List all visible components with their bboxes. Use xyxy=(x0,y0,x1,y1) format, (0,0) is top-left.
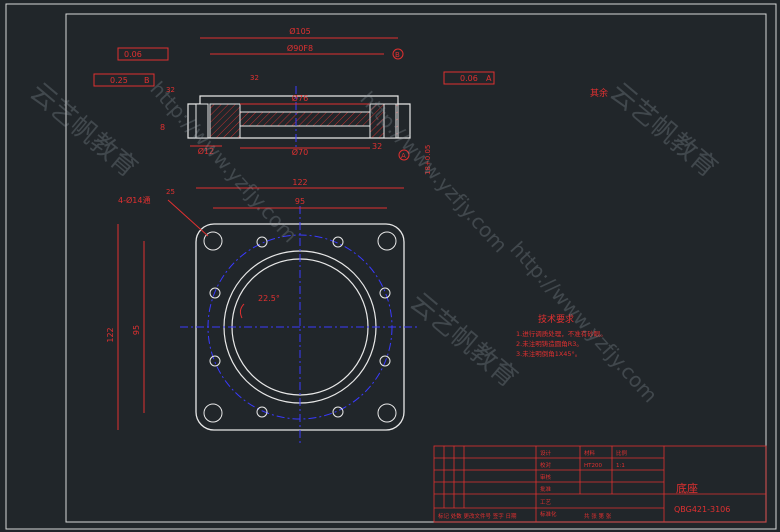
outer-frame xyxy=(5,3,777,530)
dim-105: Ø105 xyxy=(289,26,311,36)
svg-text:批准: 批准 xyxy=(540,485,552,493)
title-block-text: 设计 校对 审核 批准 工艺 标准化 材料 比例 HT200 1:1 共 张 第… xyxy=(438,449,628,520)
datum-b: B xyxy=(395,51,400,59)
dim-70: Ø70 xyxy=(292,147,308,157)
hatch-left xyxy=(209,103,241,139)
svg-text:标准化: 标准化 xyxy=(540,510,557,518)
dim-122-left: 122 xyxy=(106,327,115,342)
svg-text:B: B xyxy=(144,76,150,85)
tech-notes: 技术要求 1.进行调质处理，不准有砂眼。 2.未注明铸造圆角R3。 3.未注明倒… xyxy=(516,313,607,358)
corner-hole-tr xyxy=(377,231,397,251)
rough-left: 32 xyxy=(166,86,175,94)
note-2: 2.未注明铸造圆角R3。 xyxy=(516,339,583,348)
svg-text:A: A xyxy=(486,74,492,83)
svg-text:0.06: 0.06 xyxy=(460,74,478,83)
svg-text:0.25: 0.25 xyxy=(110,76,128,85)
hole-right xyxy=(383,103,397,139)
datum-b-circle xyxy=(392,48,404,60)
notes-title: 技术要求 xyxy=(538,313,574,325)
svg-text:标记 处数 更改文件号 签字 日期: 标记 处数 更改文件号 签字 日期 xyxy=(438,512,517,520)
inner-frame xyxy=(65,13,767,523)
dim-90: Ø90F8 xyxy=(287,43,313,53)
dim-76: Ø76 xyxy=(292,93,308,103)
svg-text:工艺: 工艺 xyxy=(540,499,552,506)
flatness-frame: 0.06 xyxy=(117,47,169,61)
other-roughness: 其余 xyxy=(590,87,608,99)
svg-text:比例: 比例 xyxy=(616,449,628,457)
note-1: 1.进行调质处理，不准有砂眼。 xyxy=(516,329,607,338)
corner-hole-tl xyxy=(203,231,223,251)
perpendicular-frame: 0.25 B xyxy=(93,73,155,87)
dim-95-top: 95 xyxy=(295,197,305,206)
dim-95-left: 95 xyxy=(132,325,141,335)
svg-text:设计: 设计 xyxy=(540,449,552,457)
corner-hole-br xyxy=(377,403,397,423)
corner-hole-bl xyxy=(203,403,223,423)
dim-122-top: 122 xyxy=(292,178,307,187)
rough-25: 25 xyxy=(166,188,175,196)
hole-leader xyxy=(167,199,209,237)
hole-left xyxy=(195,103,209,139)
datum-a: A xyxy=(401,152,406,160)
svg-text:1:1: 1:1 xyxy=(616,463,625,469)
svg-text:审核: 审核 xyxy=(540,473,552,481)
hatch-plate xyxy=(239,111,371,127)
svg-text:校对: 校对 xyxy=(540,461,552,469)
part-name: 底座 xyxy=(676,481,698,495)
section-view: Ø105 Ø90F8 Ø76 Ø70 Ø12 32 8 32 32 0.06 0… xyxy=(93,26,608,175)
parallel-frame: 0.06 A xyxy=(443,71,495,85)
svg-text:HT200: HT200 xyxy=(584,463,602,469)
drawing-no: QBG421-3106 xyxy=(674,505,730,514)
svg-text:共 张 第 张: 共 张 第 张 xyxy=(584,512,612,520)
bolt-holes xyxy=(209,236,391,418)
datum-a-circle xyxy=(398,149,410,161)
angle-arc xyxy=(239,303,245,319)
note-3: 3.未注明倒角1X45°。 xyxy=(516,349,581,358)
angle: 22.5° xyxy=(258,294,280,303)
plan-view: 122 95 122 95 4-Ø14通 25 22.5° xyxy=(106,178,420,446)
hole-callout: 4-Ø14通 xyxy=(118,195,150,205)
rough-mid: 32 xyxy=(250,74,259,82)
height-tol: 18+0.05 xyxy=(424,145,432,175)
title-block xyxy=(433,445,767,523)
svg-text:0.06: 0.06 xyxy=(124,50,142,59)
dim-32: 32 xyxy=(372,142,382,151)
dim-8: 8 xyxy=(160,123,165,132)
svg-text:材料: 材料 xyxy=(584,449,596,457)
dim-12: Ø12 xyxy=(198,146,214,156)
